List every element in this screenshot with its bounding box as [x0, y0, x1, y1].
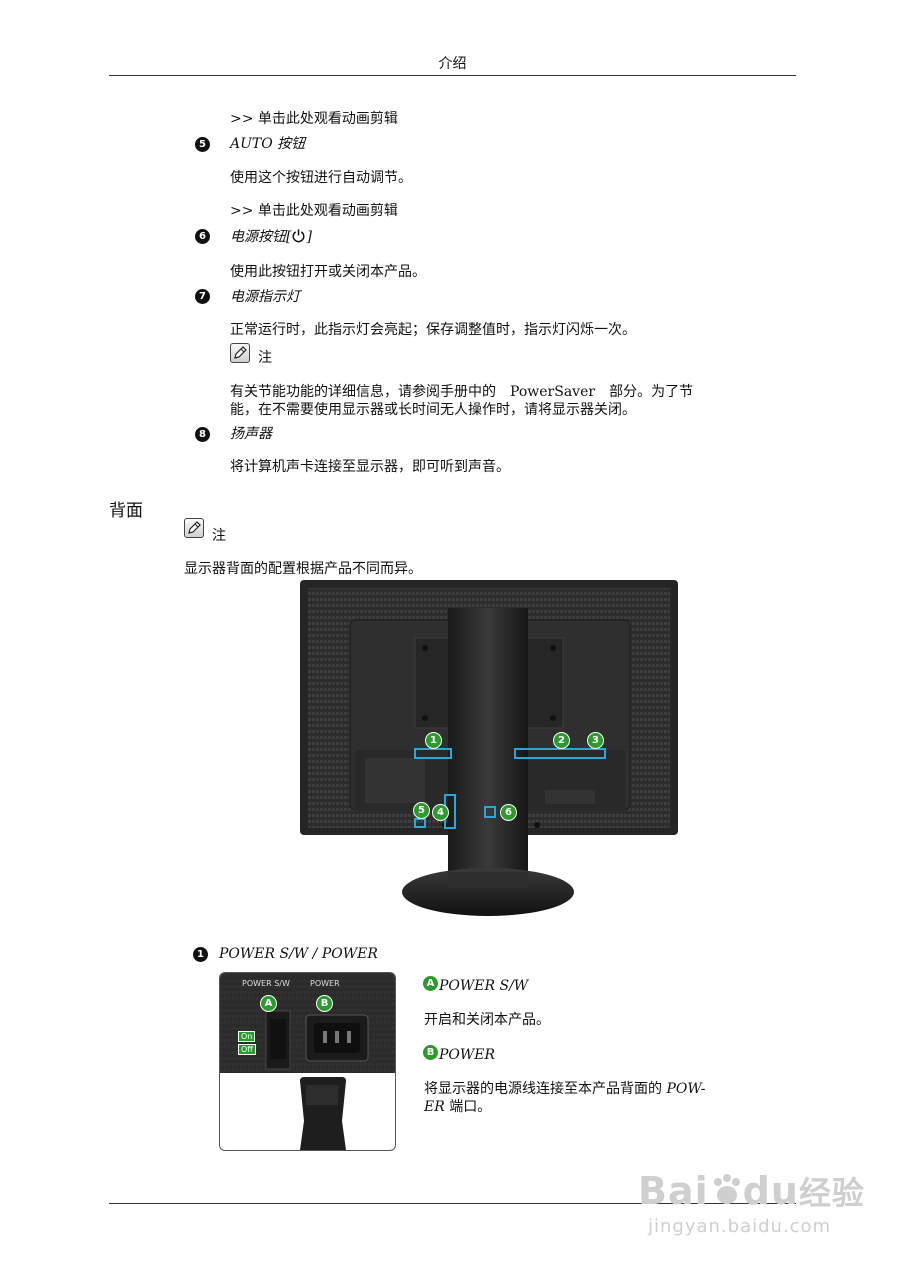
badge-b: B: [422, 1044, 439, 1061]
power-title: POWER: [439, 1047, 496, 1063]
number-badge-6: 6: [195, 229, 210, 244]
callout-badge-5: 5: [413, 802, 430, 819]
power-sw-desc: 开启和关闭本产品。: [424, 1012, 550, 1028]
highlight-region-2-3: [514, 748, 606, 759]
item-6-desc: 使用此按钮打开或关闭本产品。: [230, 264, 426, 280]
image-label-power: POWER: [310, 979, 340, 988]
highlight-region-1: [414, 748, 452, 759]
callout-badge-1: 1: [425, 732, 442, 749]
monitor-back-image: 1 2 3 4 5 6: [300, 580, 678, 920]
item-5-title: AUTO 按钮: [230, 136, 306, 152]
switch-on-label: On: [238, 1031, 256, 1042]
note-text: 显示器背面的配置根据产品不同而异。: [184, 561, 422, 577]
page-header-title: 介绍: [438, 56, 467, 72]
power-desc-code2: ER: [424, 1099, 445, 1115]
note-label: 注: [258, 350, 272, 366]
footer-rule: [109, 1203, 796, 1204]
watermark-url: jingyan.baidu.com: [648, 1216, 832, 1237]
item-8-title: 扬声器: [230, 426, 272, 442]
power-section-title: POWER S/W / POWER: [219, 946, 378, 962]
callout-badge-4: 4: [432, 804, 449, 821]
number-badge-5: 5: [195, 137, 210, 152]
power-desc-part1: 将显示器的电源线连接至本产品背面的: [424, 1081, 667, 1097]
header-rule: [109, 75, 796, 76]
animation-link[interactable]: >> 单击此处观看动画剪辑: [230, 111, 398, 127]
item-6-title-text: 电源按钮[: [230, 229, 292, 245]
watermark-brand: Bai: [638, 1169, 709, 1213]
note-label: 注: [212, 528, 226, 544]
badge-a: A: [422, 975, 439, 992]
item-7-desc: 正常运行时，此指示灯会亮起；保存调整值时，指示灯闪烁一次。: [230, 322, 636, 338]
watermark-brand-du: du: [742, 1169, 799, 1213]
switch-off-label: Off: [238, 1044, 256, 1055]
power-connector-image: POWER S/W POWER A B On Off: [219, 972, 396, 1151]
power-symbol-icon: [291, 228, 306, 248]
note-text-line1: 有关节能功能的详细信息，请参阅手册中的 PowerSaver 部分。为了节: [230, 384, 694, 400]
highlight-region-6: [484, 806, 496, 818]
callout-badge-2: 2: [553, 732, 570, 749]
power-desc-line2: ER 端口。: [424, 1098, 491, 1116]
highlight-region-5: [414, 818, 426, 828]
power-sw-title: POWER S/W: [439, 978, 529, 994]
watermark-service: 经验: [798, 1174, 865, 1212]
note-text-line2: 能，在不需要使用显示器或长时间无人操作时，请将显示器关闭。: [230, 402, 636, 418]
item-6-title-end: ]: [306, 229, 312, 245]
item-6-title: 电源按钮[]: [230, 228, 312, 248]
item-7-title: 电源指示灯: [230, 289, 300, 305]
image-badge-a: A: [260, 995, 277, 1012]
callout-badge-3: 3: [587, 732, 604, 749]
paw-icon: [709, 1172, 743, 1206]
power-desc-part2: 端口。: [444, 1099, 492, 1115]
note-pencil-icon: [184, 518, 204, 538]
power-desc-code1: POW-: [666, 1081, 706, 1097]
number-badge-7: 7: [195, 289, 210, 304]
item-5-desc: 使用这个按钮进行自动调节。: [230, 170, 412, 186]
animation-link[interactable]: >> 单击此处观看动画剪辑: [230, 203, 398, 219]
section-title-back: 背面: [109, 501, 143, 521]
image-label-power-sw: POWER S/W: [242, 979, 290, 988]
image-badge-b: B: [316, 995, 333, 1012]
number-badge-1: 1: [193, 947, 208, 962]
item-8-desc: 将计算机声卡连接至显示器，即可听到声音。: [230, 459, 510, 475]
callout-badge-6: 6: [500, 804, 517, 821]
power-desc-line1: 将显示器的电源线连接至本产品背面的 POW-: [424, 1080, 705, 1098]
note-pencil-icon: [230, 343, 250, 363]
number-badge-8: 8: [195, 427, 210, 442]
